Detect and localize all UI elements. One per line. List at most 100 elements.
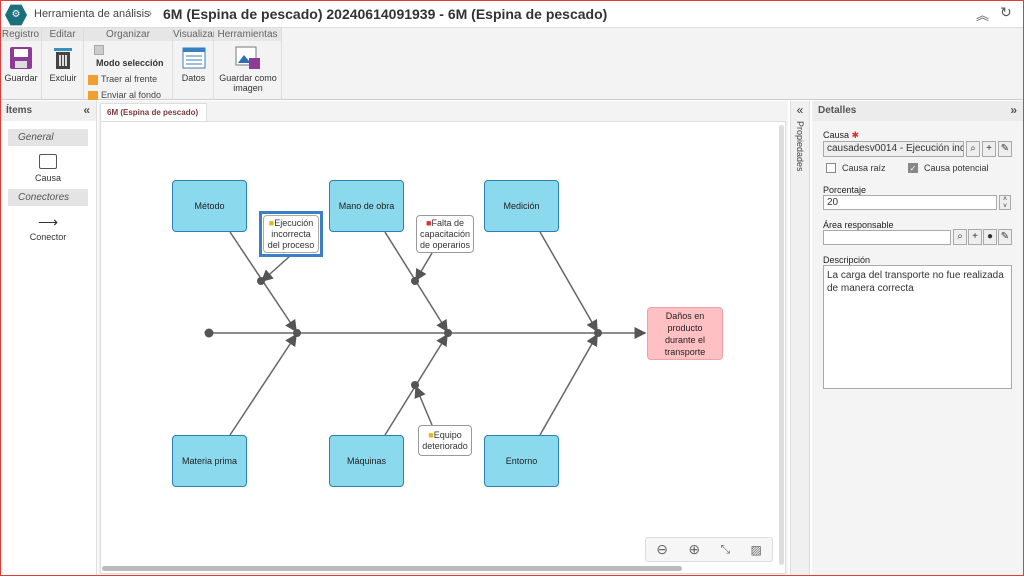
category-medicion[interactable]: Medición <box>484 180 559 232</box>
potential-cause-label: Causa potencial <box>924 163 989 173</box>
junction-dot <box>411 381 419 389</box>
group-label: Editar <box>42 28 83 41</box>
item-causa-label: Causa <box>34 173 61 183</box>
arrow-right-icon: ⟶ <box>37 214 59 230</box>
junction-dot <box>257 277 265 285</box>
spine-start-dot <box>204 328 214 338</box>
group-label: Organizar <box>84 28 172 41</box>
group-registro: Registro Guardar <box>0 28 42 100</box>
delete-label: Excluir <box>49 73 77 83</box>
description-textarea[interactable]: La carga del transporte no fue realizada… <box>823 265 1012 389</box>
items-title: Ítems <box>6 105 33 116</box>
junction-dot <box>594 329 602 337</box>
expand-properties-icon[interactable]: « <box>796 103 804 117</box>
zoom-toolbar: ⊖ ⊕ ⤡ ▨ <box>645 537 773 562</box>
add-area-icon[interactable]: + <box>968 229 982 245</box>
collapse-left-icon[interactable]: « <box>83 103 90 117</box>
zoom-out-icon[interactable]: ⊖ <box>656 541 668 557</box>
properties-side-tab[interactable]: « Propiedades <box>790 101 810 576</box>
group-label: Visualizar <box>173 28 217 41</box>
section-general: General <box>8 129 88 146</box>
potential-cause-checkbox[interactable]: ✓ <box>908 163 918 173</box>
collapse-right-icon[interactable]: » <box>1010 103 1017 117</box>
breadcrumb-app[interactable]: Herramienta de análisis <box>34 8 150 20</box>
subcause-falta-label: Falta de capacitación de operarios <box>419 217 471 250</box>
clear-area-icon[interactable]: ✎ <box>998 229 1012 245</box>
search-area-icon[interactable]: ⌕ <box>953 229 967 245</box>
delete-button[interactable]: Excluir <box>46 46 80 83</box>
sub-bone-1 <box>260 255 291 282</box>
save-image-icon <box>235 46 260 69</box>
selected-subcause-frame[interactable]: ■Ejecución incorrecta del proceso <box>259 211 323 257</box>
refresh-icon[interactable]: ↻ <box>1000 4 1012 20</box>
items-panel: Ítems « General Causa Conectores ⟶ Conect… <box>0 101 97 576</box>
data-label: Datos <box>181 73 206 83</box>
item-causa[interactable]: Causa <box>0 154 96 183</box>
items-panel-header: Ítems « <box>0 101 96 121</box>
bring-front-label: Traer al frente <box>101 74 158 84</box>
subcause-ejecucion[interactable]: ■Ejecución incorrecta del proceso <box>263 215 319 253</box>
save-icon <box>10 47 32 69</box>
title-bar: ⚙ Herramienta de análisis › 6M (Espina d… <box>0 0 1024 28</box>
fit-screen-icon[interactable]: ⤡ <box>720 542 731 556</box>
category-materia-prima[interactable]: Materia prima <box>172 435 247 487</box>
puzzle-icon: ■ <box>268 217 275 228</box>
export-image-icon[interactable]: ▨ <box>750 542 762 557</box>
percent-stepper[interactable]: ˄˅ <box>999 195 1011 210</box>
puzzle-icon: ■ <box>426 217 432 228</box>
required-icon: ✱ <box>849 130 860 140</box>
vertical-scrollbar[interactable] <box>779 125 784 565</box>
zoom-in-icon[interactable]: ⊕ <box>688 541 701 557</box>
category-mano-de-obra[interactable]: Mano de obra <box>329 180 404 232</box>
bone-materia-prima <box>229 333 297 436</box>
details-title: Detalles <box>818 105 857 116</box>
junction-dot <box>444 329 452 337</box>
percent-input[interactable]: 20 <box>823 195 997 210</box>
root-cause-label: Causa raíz <box>842 163 886 173</box>
ribbon: Registro Guardar Editar Excluir Organiza… <box>0 28 1024 100</box>
details-header: Detalles » <box>812 101 1023 121</box>
save-button[interactable]: Guardar <box>4 46 38 83</box>
subcause-falta-capacitacion[interactable]: ■Falta de capacitación de operarios <box>416 215 474 253</box>
rectangle-icon <box>39 154 57 169</box>
properties-label: Propiedades <box>795 121 805 172</box>
subcause-ejecucion-label: Ejecución incorrecta del proceso <box>267 217 315 250</box>
send-back-label: Enviar al fondo <box>101 90 162 100</box>
section-conectores: Conectores <box>8 189 88 206</box>
cause-field[interactable]: causadesv0014 - Ejecución incorrecta del… <box>823 141 964 157</box>
send-back-button[interactable]: Enviar al fondo <box>88 90 161 100</box>
subcause-equipo[interactable]: ■Equipo deteriorado <box>418 425 472 456</box>
item-conector-label: Conector <box>29 232 67 242</box>
app-logo-icon: ⚙ <box>5 4 27 26</box>
clear-cause-icon[interactable]: ✎ <box>998 141 1012 157</box>
bone-medicion <box>539 231 598 333</box>
item-conector[interactable]: ⟶ Conector <box>0 214 96 242</box>
search-cause-icon[interactable]: ⌕ <box>966 141 980 157</box>
group-label: Registro <box>0 28 41 41</box>
collapse-icon[interactable]: ︽ <box>976 8 990 23</box>
area-input[interactable] <box>823 230 951 245</box>
trash-icon <box>54 48 72 69</box>
selection-mode-icon <box>94 45 104 55</box>
category-entorno[interactable]: Entorno <box>484 435 559 487</box>
root-cause-checkbox[interactable] <box>826 163 836 173</box>
save-image-label: Guardar como imagen <box>219 73 277 93</box>
category-metodo[interactable]: Método <box>172 180 247 232</box>
data-button[interactable]: Datos <box>175 46 212 83</box>
save-image-button[interactable]: Guardar como imagen <box>216 46 280 93</box>
subcause-equipo-label: Equipo deteriorado <box>422 429 468 451</box>
add-cause-icon[interactable]: + <box>982 141 996 157</box>
category-maquinas[interactable]: Máquinas <box>329 435 404 487</box>
selection-mode-button[interactable]: Modo selección <box>96 58 164 68</box>
horizontal-scrollbar[interactable] <box>102 566 682 571</box>
tab-fishbone[interactable]: 6M (Espina de pescado) <box>100 103 207 121</box>
effect-box[interactable]: Daños en producto durante el transporte <box>647 307 723 360</box>
sub-bone-2 <box>415 252 433 282</box>
percent-label: Porcentaje <box>823 185 867 195</box>
area-label: Área responsable <box>823 220 894 230</box>
user-icon[interactable]: ● <box>983 229 997 245</box>
bone-entorno <box>539 333 598 436</box>
bring-front-button[interactable]: Traer al frente <box>88 74 157 85</box>
puzzle-icon: ■ <box>428 429 434 440</box>
send-back-icon <box>88 90 98 100</box>
